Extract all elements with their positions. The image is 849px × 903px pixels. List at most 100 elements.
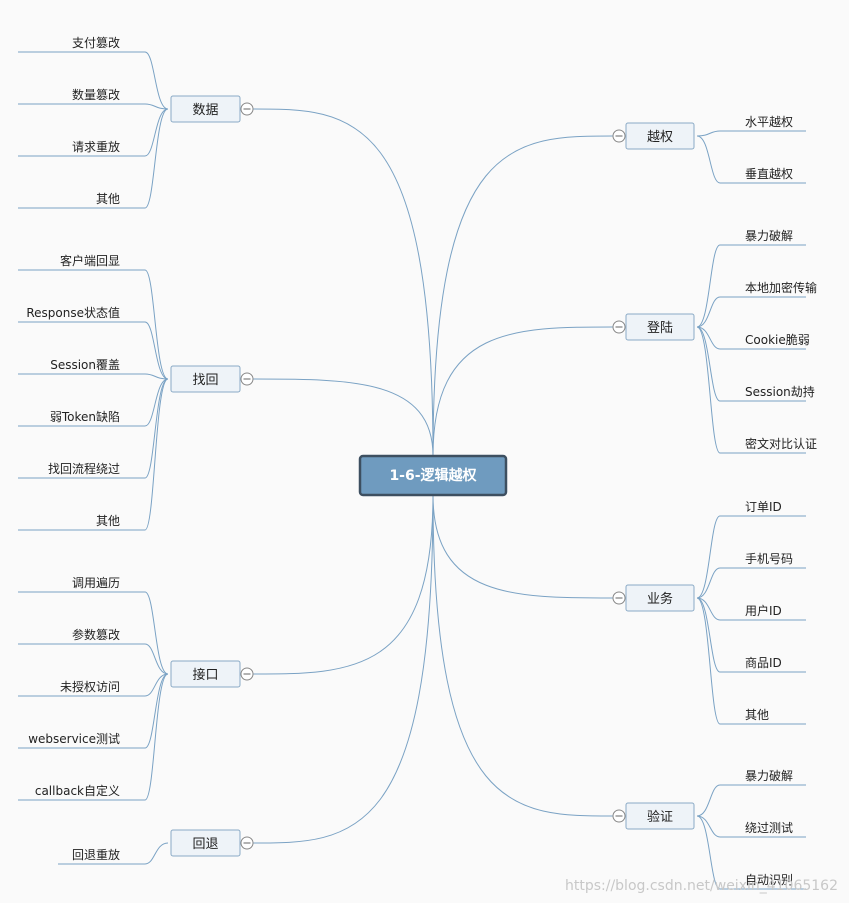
leaf-node[interactable]: 调用遍历 [72,576,120,590]
leaf-node[interactable]: webservice测试 [28,731,120,746]
child-connector [696,597,806,725]
child-connector [696,815,806,890]
branch-connector [252,108,434,457]
child-connector [18,378,169,479]
branch-label: 回退 [192,837,218,852]
branch-label: 业务 [647,591,673,607]
child-connector [696,130,806,137]
leaf-node[interactable]: 密文对比认证 [745,436,817,451]
branch-node[interactable]: 数据 [170,95,254,123]
collapse-toggle-icon[interactable] [612,320,626,334]
leaf-node[interactable]: 未授权访问 [60,679,120,694]
leaf-node[interactable]: 自动识别 [745,873,793,887]
leaf-node[interactable]: 找回流程绕过 [48,461,120,476]
leaf-node[interactable]: 数量篡改 [72,87,120,102]
root-node[interactable]: 1-6-逻辑越权 [358,454,508,497]
leaf-node[interactable]: 手机号码 [745,552,793,566]
branch-box[interactable] [170,365,241,393]
collapse-toggle-icon[interactable] [612,129,626,143]
branch-node[interactable]: 越权 [612,122,695,150]
child-connector [696,515,806,599]
leaf-node[interactable]: 弱Token缺陷 [50,409,120,424]
child-connector [18,591,169,675]
branch-node[interactable]: 登陆 [612,313,695,341]
branch-connector [252,378,434,457]
child-connector [18,378,169,531]
branch-label: 数据 [192,103,218,118]
leaf-node[interactable]: 绕过测试 [745,820,793,835]
leaf-node[interactable]: 垂直越权 [745,167,793,181]
child-connector [58,842,169,865]
branch-connector [432,494,614,599]
leaf-node[interactable]: callback自定义 [35,783,120,798]
child-connector [696,296,806,328]
child-connector [696,784,806,817]
collapse-toggle-icon[interactable] [240,836,254,850]
child-connector [18,321,169,380]
child-connector [18,378,169,427]
leaf-node[interactable]: 其他 [96,192,120,206]
branch-label: 验证 [647,809,673,825]
leaf-node[interactable]: 参数篡改 [72,627,120,642]
root-label: 1-6-逻辑越权 [389,467,477,484]
leaf-node[interactable]: 水平越权 [745,115,793,129]
branch-box[interactable] [170,95,241,123]
branch-box[interactable] [170,660,241,688]
child-connector [18,51,169,110]
leaf-node[interactable]: 支付篡改 [72,35,120,50]
child-connector [18,673,169,749]
collapse-toggle-icon[interactable] [612,809,626,823]
leaf-node[interactable]: 其他 [96,514,120,528]
child-connector [696,815,806,838]
branch-connector [252,494,434,844]
child-connector [18,673,169,801]
root-box[interactable] [358,454,508,497]
collapse-toggle-icon[interactable] [612,591,626,605]
child-connector [696,135,806,184]
child-connector [18,103,169,110]
branch-node[interactable]: 业务 [612,584,695,612]
child-connector [696,326,806,402]
child-connector [696,326,806,350]
leaf-node[interactable]: 订单ID [745,500,782,514]
child-connector [696,326,806,454]
leaf-node[interactable]: Session覆盖 [50,358,120,372]
branch-node[interactable]: 验证 [612,802,695,830]
child-connector [18,673,169,697]
branch-node[interactable]: 找回 [170,365,254,393]
branch-label: 接口 [192,667,218,683]
leaf-node[interactable]: 请求重放 [72,139,120,154]
leaf-node[interactable]: 本地加密传输 [745,280,817,295]
child-connector [18,108,169,209]
child-connector [18,373,169,380]
child-connector [18,108,169,157]
leaf-node[interactable]: Response状态值 [26,305,120,320]
leaf-node[interactable]: Cookie脆弱 [745,332,810,347]
leaf-node[interactable]: 用户ID [745,603,782,618]
branch-box[interactable] [625,584,695,612]
collapse-toggle-icon[interactable] [240,667,254,681]
child-connector [18,643,169,675]
child-connector [696,244,806,328]
child-connector [18,269,169,380]
leaf-node[interactable]: 客户端回显 [60,253,120,268]
branch-box[interactable] [170,829,241,857]
branch-label: 登陆 [647,320,673,336]
leaf-node[interactable]: 其他 [745,708,769,722]
leaf-node[interactable]: Session劫持 [745,384,815,399]
branch-box[interactable] [625,802,695,830]
collapse-toggle-icon[interactable] [240,102,254,116]
branch-node[interactable]: 接口 [170,660,254,688]
leaf-node[interactable]: 回退重放 [72,847,120,862]
leaf-node[interactable]: 暴力破解 [745,768,793,783]
branch-box[interactable] [625,122,695,150]
branch-label: 找回 [192,373,218,388]
leaf-node[interactable]: 商品ID [745,655,782,670]
child-connector [696,597,806,621]
collapse-toggle-icon[interactable] [240,372,254,386]
branch-node[interactable]: 回退 [170,829,254,857]
leaf-node[interactable]: 暴力破解 [745,228,793,243]
branch-box[interactable] [625,313,695,341]
branch-connector [252,494,434,675]
